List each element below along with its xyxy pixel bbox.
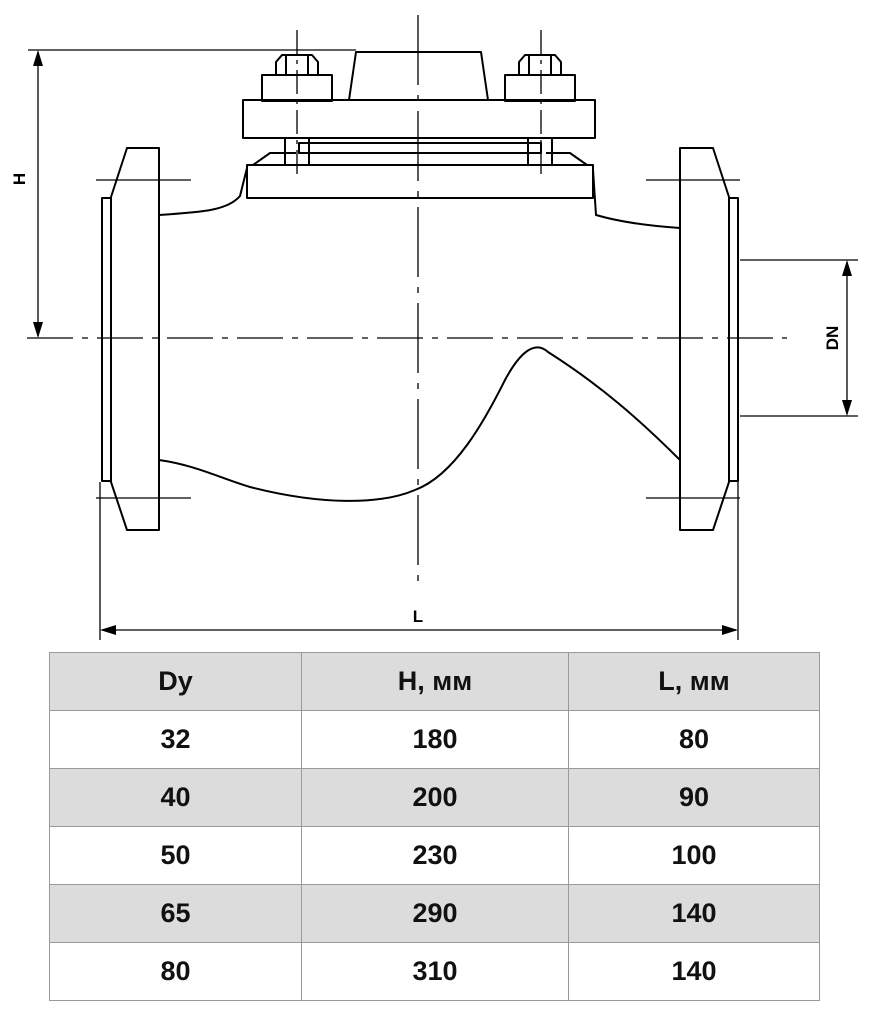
right-flange (679, 147, 739, 531)
table-cell-h: 230 (301, 826, 569, 885)
bonnet (242, 51, 596, 199)
table-row: 65 290 140 (49, 884, 820, 943)
table-cell-l: 100 (568, 826, 820, 885)
table-row: 32 180 80 (49, 710, 820, 769)
table-cell-h: 310 (301, 942, 569, 1001)
table-cell-dy: 50 (49, 826, 302, 885)
column-header-dy: Dy (49, 652, 302, 711)
table-row: 80 310 140 (49, 942, 820, 1001)
table-cell-h: 180 (301, 710, 569, 769)
column-header-h: H, мм (301, 652, 569, 711)
dimension-label-l: L (413, 607, 423, 626)
table-cell-dy: 32 (49, 710, 302, 769)
table-cell-dy: 65 (49, 884, 302, 943)
table-cell-l: 90 (568, 768, 820, 827)
table-cell-l: 140 (568, 942, 820, 1001)
table-row: 50 230 100 (49, 826, 820, 885)
dimension-label-dn: DN (823, 326, 842, 351)
valve-drawing: H DN L (10, 15, 858, 640)
table-cell-l: 140 (568, 884, 820, 943)
table-cell-h: 290 (301, 884, 569, 943)
table-row: 40 200 90 (49, 768, 820, 827)
table-cell-l: 80 (568, 710, 820, 769)
table-cell-dy: 40 (49, 768, 302, 827)
left-flange (101, 147, 160, 531)
dimension-arrows (33, 50, 852, 635)
right-bolt (504, 54, 576, 165)
dimension-label-h: H (10, 173, 29, 185)
dimensions-table: Dy H, мм L, мм 32 180 80 40 200 90 50 23… (49, 652, 820, 1001)
table-cell-dy: 80 (49, 942, 302, 1001)
table-header-row: Dy H, мм L, мм (49, 652, 820, 711)
centerlines (27, 15, 787, 585)
valve-body-outline (158, 167, 681, 502)
column-header-l: L, мм (568, 652, 820, 711)
dimension-lines (28, 49, 858, 640)
table-cell-h: 200 (301, 768, 569, 827)
